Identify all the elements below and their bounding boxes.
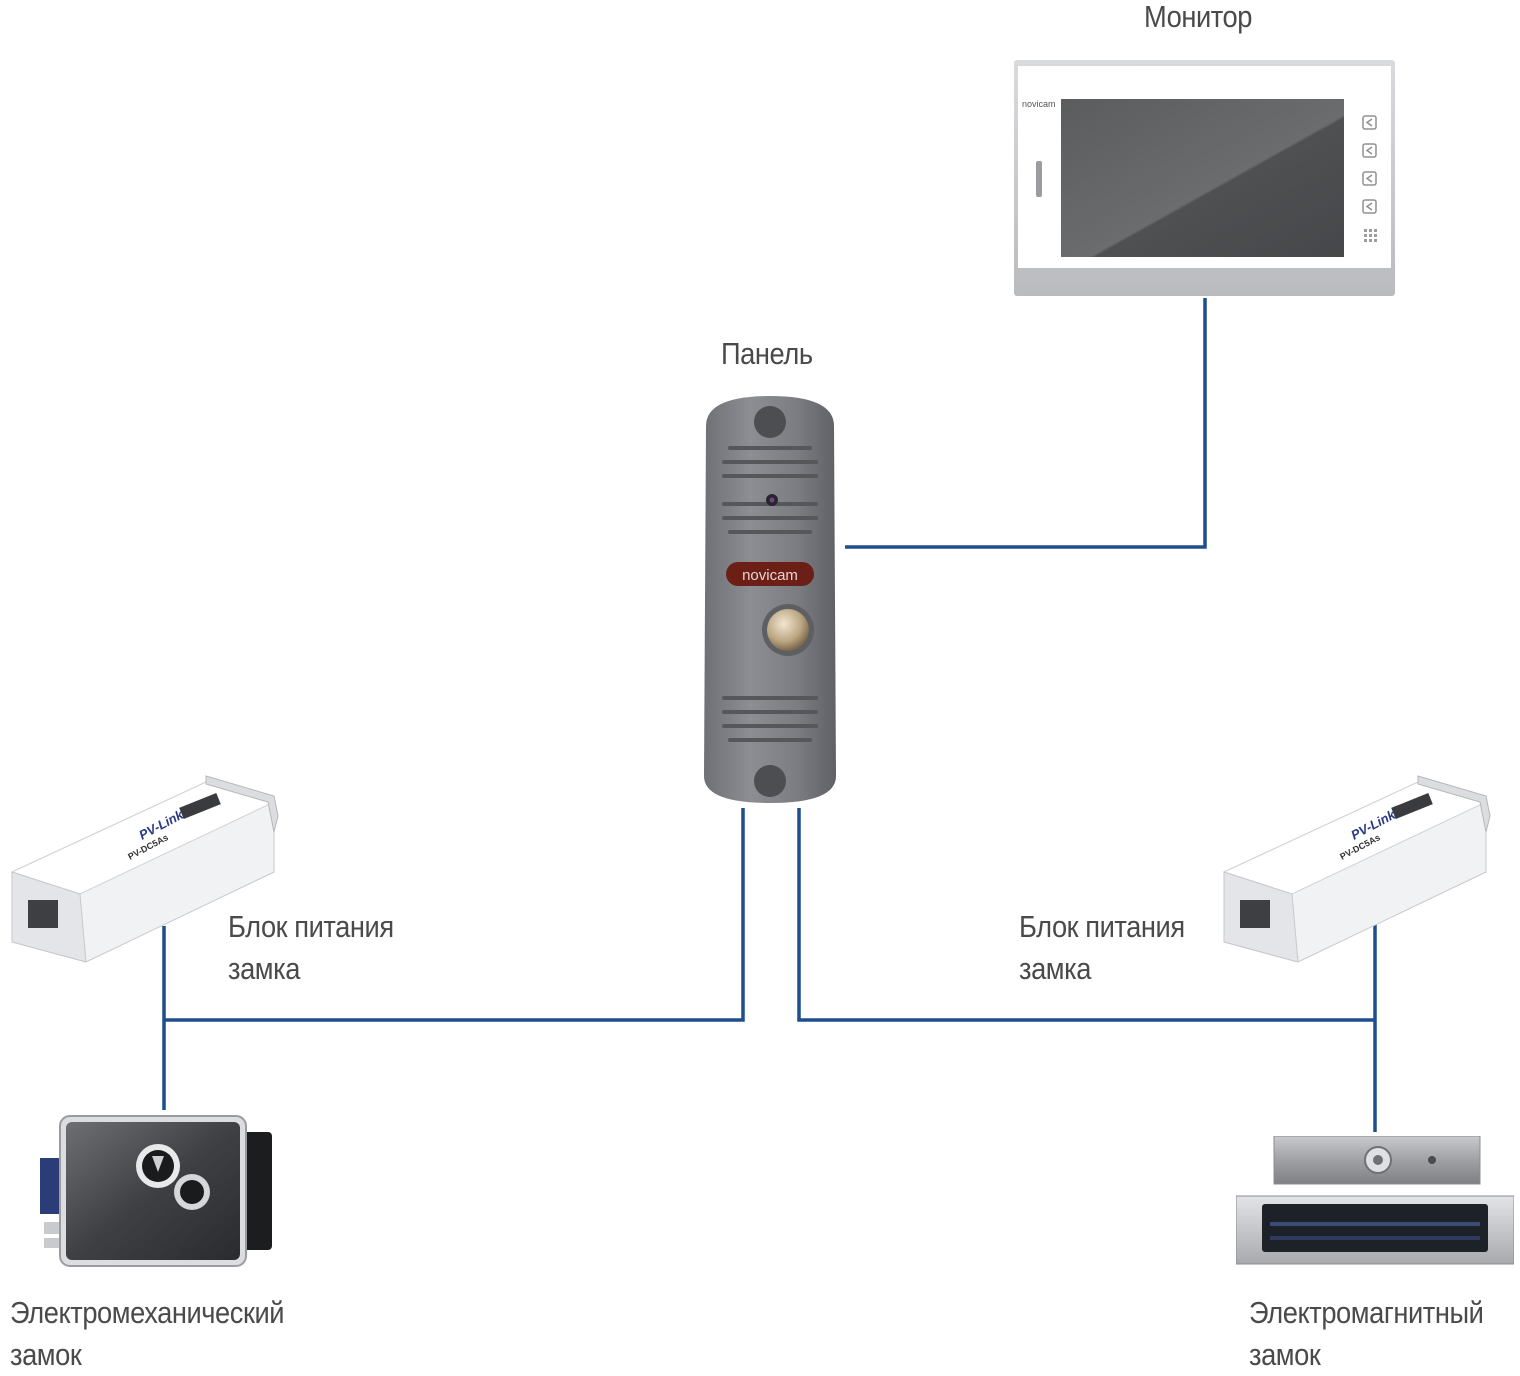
door-panel-device: novicam: [704, 396, 836, 803]
electromechanical-lock-label-line1: Электромеханический: [10, 1295, 285, 1330]
electromechanical-lock-label-line2: замок: [10, 1337, 82, 1372]
monitor-device: novicam: [1014, 60, 1395, 296]
wire-panel-left: [164, 808, 745, 1022]
electromagnetic-lock-label-line1: Электромагнитный: [1249, 1295, 1484, 1330]
power-supply-left-label-line2: замка: [228, 951, 300, 986]
panel-logo: novicam: [742, 567, 798, 584]
power-supply-left-device: PV-Link PV-DC5As: [10, 775, 279, 963]
power-supply-right-label-line1: Блок питания: [1019, 909, 1185, 944]
electromagnetic-lock-label-line2: замок: [1249, 1337, 1321, 1372]
electromechanical-lock-device: [40, 1115, 272, 1267]
power-supply-right-device: PV-Link PV-DC5As: [1222, 775, 1491, 963]
wire-monitor-panel: [845, 298, 1207, 549]
wire-panel-right: [797, 808, 1375, 1022]
monitor-logo: novicam: [1022, 99, 1056, 109]
power-supply-left-label-line1: Блок питания: [228, 909, 394, 944]
power-supply-right-label-line2: замка: [1019, 951, 1091, 986]
monitor-label: Монитор: [1144, 0, 1252, 34]
electromagnetic-lock-device: [1236, 1136, 1514, 1265]
panel-label: Панель: [721, 336, 813, 371]
